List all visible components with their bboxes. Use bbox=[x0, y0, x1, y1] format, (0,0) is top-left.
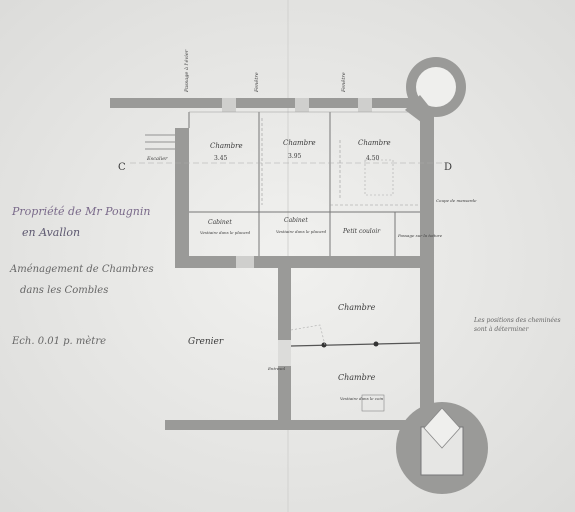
entresol-outline bbox=[290, 324, 326, 346]
room-cabinet-1: Cabinet bbox=[208, 219, 232, 226]
title-scale: Ech. 0.01 p. mètre bbox=[12, 336, 107, 347]
marker-d: D bbox=[444, 162, 452, 173]
window-3 bbox=[358, 98, 372, 112]
partition-lower bbox=[290, 342, 421, 347]
stairs-left bbox=[145, 134, 175, 150]
title-owner: Propriété de Mr Pougnin bbox=[12, 205, 151, 218]
room-cabinet-1-note: Vestiaire dans le placard bbox=[200, 230, 251, 235]
wall-bottom bbox=[165, 420, 410, 430]
side-note: Les positions des cheminées sont à déter… bbox=[474, 317, 561, 333]
tower-bottom-diamond bbox=[423, 407, 461, 449]
room-cabinet-2: Cabinet bbox=[284, 217, 308, 224]
room-chambre-5: Chambre bbox=[338, 373, 376, 382]
tower-bottom-interior bbox=[420, 426, 464, 476]
partition-node-2 bbox=[373, 341, 379, 347]
tower-top-right-interior bbox=[416, 67, 456, 107]
room-chambre-2: Chambre bbox=[283, 139, 316, 147]
annotation-vert-2: Fenêtre bbox=[253, 72, 260, 93]
label-escalier: Escalier bbox=[146, 156, 168, 162]
partition-node-1 bbox=[321, 342, 327, 348]
room-chambre-3: Chambre bbox=[358, 139, 391, 147]
stair-opening bbox=[236, 256, 254, 268]
room-chambre-2-area: 3.95 bbox=[288, 153, 302, 160]
annotation-vert-1: Passage à l'évier bbox=[183, 49, 190, 93]
room-chambre-5-note: Vestiaire dans le coin bbox=[340, 396, 384, 401]
room-chambre-3-area: 4.50 bbox=[366, 155, 380, 162]
marker-c: C bbox=[118, 162, 126, 173]
window-1 bbox=[222, 98, 236, 112]
closet-box bbox=[361, 394, 385, 412]
title-place: en Avallon bbox=[22, 226, 81, 239]
room-chambre-1: Chambre bbox=[210, 142, 243, 150]
door-opening bbox=[278, 340, 291, 366]
wall-left-upper bbox=[175, 128, 189, 268]
room-chambre-1-area: 3.45 bbox=[214, 155, 228, 162]
annotation-vert-3: Fenêtre bbox=[340, 72, 347, 93]
wall-cabinet-bottom bbox=[175, 256, 425, 268]
dashed-box bbox=[364, 159, 394, 196]
label-entresol: Entresol bbox=[267, 366, 286, 371]
label-section: Coupe de mansarde bbox=[436, 198, 477, 203]
title-purpose-1: Aménagement de Chambres bbox=[10, 264, 154, 275]
title-purpose-2: dans les Combles bbox=[20, 285, 109, 296]
wall-top bbox=[110, 98, 415, 108]
label-passage: Passage sur la toiture bbox=[397, 233, 443, 238]
room-petit-couloir: Petit couloir bbox=[342, 228, 381, 235]
window-2 bbox=[295, 98, 309, 112]
wall-right bbox=[420, 108, 434, 418]
room-cabinet-2-note: Vestiaire dans le placard bbox=[276, 229, 327, 234]
room-chambre-4: Chambre bbox=[338, 303, 376, 312]
room-grenier: Grenier bbox=[188, 337, 224, 347]
